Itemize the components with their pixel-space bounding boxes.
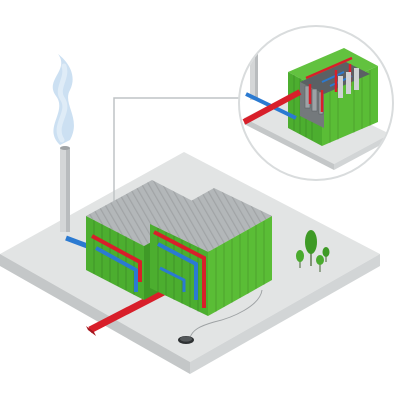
zoom-circle-icon <box>238 25 394 181</box>
container-left-roof <box>86 180 210 246</box>
container-right-roof <box>150 188 272 252</box>
chimney-icon <box>52 54 74 232</box>
callout-line <box>113 97 246 218</box>
ground-left-edge <box>0 254 190 374</box>
manhole-icon <box>178 336 194 344</box>
cable-line <box>189 289 263 339</box>
ground-right-edge <box>190 254 380 374</box>
container-right <box>150 188 272 316</box>
tree-icon <box>296 230 330 272</box>
container-interior-detail <box>242 48 390 170</box>
